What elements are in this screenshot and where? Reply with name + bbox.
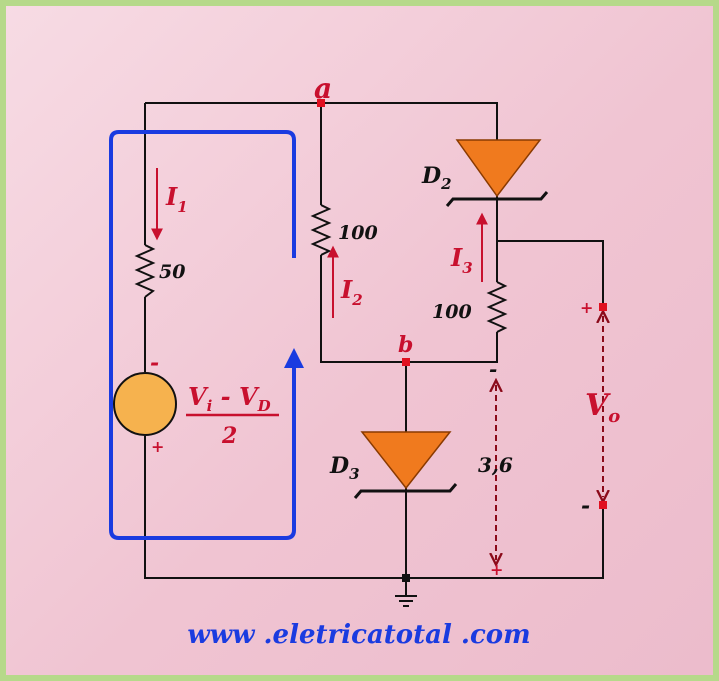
current-i2-label: I2 <box>340 275 363 309</box>
resistor-50 <box>134 244 156 298</box>
source-plus-label: + <box>151 437 164 456</box>
current-i3-label: I3 <box>450 243 473 277</box>
current-i1-label: I1 <box>165 182 188 216</box>
wires <box>144 102 604 596</box>
diode-d3-icon <box>353 431 458 499</box>
website-url[interactable]: www .eletricatotal .com <box>187 620 530 650</box>
source-numerator: Vi - VD <box>188 382 271 415</box>
output-minus-label: - <box>581 493 590 519</box>
resistor-100-top-label: 100 <box>338 222 378 244</box>
terminal-dots <box>317 99 607 582</box>
source-minus-label: - <box>150 350 159 376</box>
resistor-50-label: 50 <box>159 261 185 283</box>
zener-voltage-label: 3,6 <box>478 453 513 477</box>
zener-plus-label: + <box>490 560 503 579</box>
source-denominator: 2 <box>221 423 237 449</box>
diode-d2-label: D2 <box>421 163 452 193</box>
node-a-label: a <box>314 72 332 105</box>
zener-minus-label: - <box>489 357 497 381</box>
voltage-source-icon <box>113 372 177 436</box>
node-b-label: b <box>398 332 413 358</box>
diode-d2-icon <box>445 139 549 207</box>
diode-d3-label: D3 <box>329 453 360 483</box>
mesh-loop-arrow <box>109 130 304 540</box>
output-plus-label: + <box>580 298 593 317</box>
ground-icon <box>395 595 417 607</box>
resistor-100-bottom-label: 100 <box>432 301 472 323</box>
resistor-100-top <box>310 204 332 256</box>
output-voltage-label: Vo <box>585 388 620 427</box>
resistor-100-bottom <box>486 281 508 333</box>
